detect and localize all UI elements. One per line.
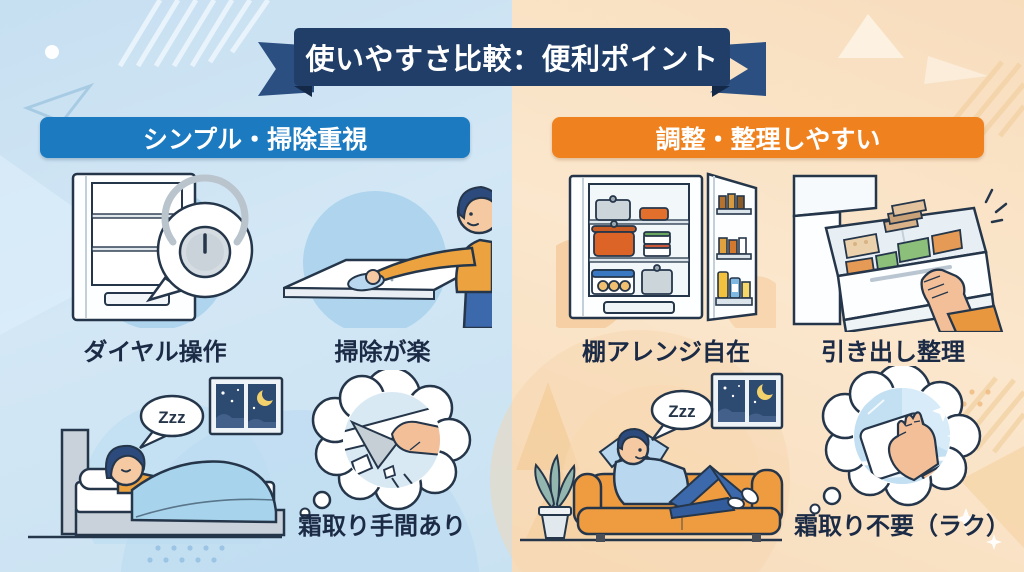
pulling-hand bbox=[920, 268, 1004, 332]
night-window-icon bbox=[208, 376, 284, 436]
easy-wipe-icon bbox=[809, 366, 982, 515]
ice-scraper bbox=[349, 419, 400, 470]
caption-drawer-organize: 引き出し整理 bbox=[821, 339, 965, 366]
fridge-door bbox=[706, 172, 758, 322]
fridge-with-dial-illustration bbox=[45, 168, 265, 328]
relaxing-person bbox=[598, 427, 690, 506]
emphasis-lines bbox=[984, 188, 1008, 224]
frost-scraping-icon bbox=[299, 370, 472, 519]
caption-no-defrost: 霜取り不要（ラク） bbox=[794, 513, 1010, 540]
ribbon-fold-right bbox=[712, 86, 730, 97]
relaxing-scene-icon: Zzz bbox=[520, 372, 784, 550]
banner-title: 使いやすさ比較：便利ポイント bbox=[294, 28, 730, 86]
wiping-hand bbox=[887, 411, 940, 482]
scraping-hand bbox=[390, 420, 440, 458]
freezer-drawer-icon bbox=[792, 174, 1008, 332]
frost-scraping-thought-illustration bbox=[292, 370, 492, 520]
dial-callout-icon bbox=[145, 174, 254, 303]
right-section-header: 調整・整理しやすい bbox=[552, 117, 984, 158]
fridge-dial-icon bbox=[71, 172, 254, 328]
caption-easy-cleaning: 掃除が楽 bbox=[334, 339, 431, 366]
triangle-outline-decoration bbox=[22, 82, 95, 124]
relaxing-person-illustration: Zzz bbox=[512, 370, 788, 550]
shelf-items bbox=[591, 195, 673, 295]
wiping-top-icon bbox=[283, 185, 492, 328]
fridge-body bbox=[568, 174, 704, 320]
ribbon-fold-left bbox=[294, 86, 312, 97]
night-window-icon bbox=[710, 372, 784, 430]
caption-shelf-arrange: 棚アレンジ自在 bbox=[582, 339, 750, 366]
blanket bbox=[130, 460, 278, 524]
zzz-bubble: Zzz bbox=[139, 394, 205, 450]
sofa-leg bbox=[752, 534, 761, 542]
sofa-leg bbox=[596, 534, 605, 542]
sparkle-decorations bbox=[955, 508, 1002, 550]
zzz-text-left: Zzz bbox=[158, 408, 185, 427]
sleeping-scene-icon: Zzz bbox=[28, 376, 286, 544]
zzz-bubble: Zzz bbox=[650, 389, 714, 442]
sleeping-person-illustration: Zzz bbox=[22, 372, 288, 544]
freezer-drawer-illustration bbox=[780, 164, 1008, 332]
potted-plant-icon bbox=[534, 453, 576, 539]
caption-dial-operation: ダイヤル操作 bbox=[83, 339, 227, 366]
easy-wipe-thought-illustration bbox=[802, 366, 1010, 516]
zzz-text-right: Zzz bbox=[668, 402, 695, 421]
dot-decoration bbox=[45, 45, 59, 59]
open-fridge-illustration bbox=[556, 166, 776, 328]
person-legs bbox=[668, 464, 759, 520]
left-section-header: シンプル・掃除重視 bbox=[40, 117, 470, 158]
wiping-top-illustration bbox=[272, 168, 492, 328]
cleaning-person bbox=[347, 185, 492, 328]
caption-defrost-needed: 霜取り手間あり bbox=[298, 513, 466, 540]
open-fridge-icon bbox=[556, 172, 776, 328]
